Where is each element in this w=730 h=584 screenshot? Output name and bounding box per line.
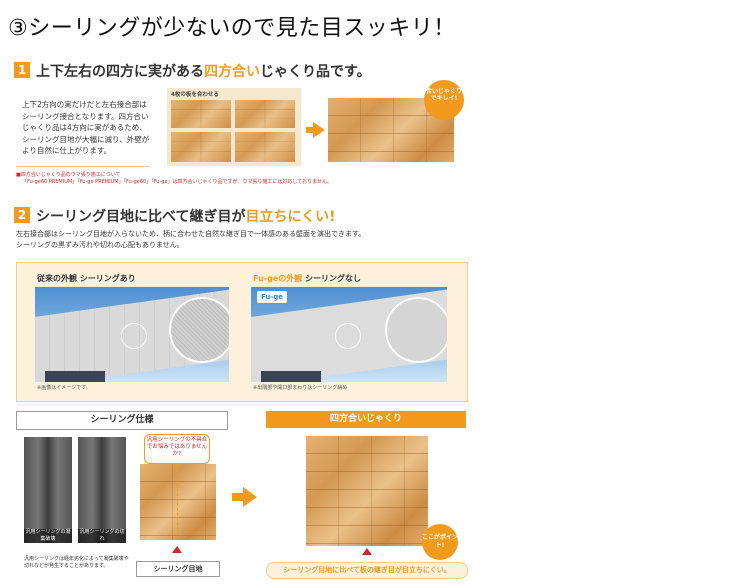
arrow-body-2: [232, 493, 244, 501]
section2-number: 2: [14, 207, 30, 223]
section1-divider: [16, 166, 150, 167]
sealing-photo-cohesive-failure: 汎用シーリングの凝集破壊: [24, 437, 72, 543]
shiho-stone-image: [306, 436, 428, 546]
stone-panel-2: [235, 100, 295, 128]
section2-title-pre: シーリング目地に比べて継ぎ目が: [36, 209, 246, 225]
arrow-body-1: [306, 127, 314, 133]
photo-right-title-post: シーリングなし: [302, 274, 362, 283]
section1-title: 上下左右の四方に実がある四方合いじゃくり品です。: [36, 61, 371, 81]
section1-title-pre: 上下左右の四方に実がある: [36, 64, 204, 80]
sealing-note: 汎用シーリングは経年劣化によって凝集破壊や切れなどが発生することがあります。: [24, 556, 129, 569]
joint-pointer-icon: [172, 546, 182, 553]
comparison-panel: 従来の外観 シーリングあり ※画像はイメージです。 Fu-geの外観 シーリング…: [16, 262, 468, 402]
section2-title: シーリング目地に比べて継ぎ目が目立ちにくい!: [36, 206, 336, 226]
sealing-joint-label: シーリング目地: [136, 561, 220, 577]
photo-left-title: 従来の外観 シーリングあり: [37, 274, 136, 283]
problem-bubble: 汎用シーリングの不具合でお悩みではありませんか?: [144, 434, 210, 464]
window-right: [261, 371, 321, 382]
zoom-circle-right: [385, 297, 447, 363]
page-title: ③シーリングが少ないので見た目スッキリ！: [8, 16, 456, 41]
zoom-marker-right: [335, 323, 361, 349]
zoom-circle-left: [169, 297, 229, 363]
arrow-right-icon-2: [243, 487, 257, 507]
section1-title-hl: 四方合い: [204, 64, 260, 80]
stone-panel-4: [235, 132, 295, 162]
sealing-photo1-label: 汎用シーリングの凝集破壊: [24, 529, 72, 543]
section2-body: 左右接合部はシーリング目地が入らないため、柄に合わせた自然な継ぎ目で一体感のある…: [16, 229, 476, 251]
zoom-marker-left: [121, 323, 147, 349]
section1-note-line2: 「Fu-ge60 PREMIUM」「Fu-ge PREMIUM」「Fu-ge60…: [22, 179, 332, 185]
section1-title-post: じゃくり品です。: [260, 64, 371, 80]
section2-body-line1: 左右接合部はシーリング目地が入らないため、柄に合わせた自然な継ぎ目で一体感のある…: [16, 230, 366, 238]
sealed-stone-image: [140, 464, 216, 540]
four-panel-image: 4枚の板を合わせる: [167, 88, 301, 166]
four-panel-label: 4枚の板を合わせる: [171, 92, 219, 98]
photo-right-title: Fu-geの外観 シーリングなし: [253, 273, 361, 284]
stone-panel-3: [171, 132, 231, 162]
photo-right-title-hl: Fu-geの外観: [253, 274, 303, 283]
sealing-joint-line: [177, 464, 178, 540]
section2-title-hl: 目立ちにくい!: [245, 209, 336, 225]
sealing-spec-header: シーリング仕様: [16, 411, 228, 430]
section1-note: ■四方合いじゃくり品のウマ張り施工について 「Fu-ge60 PREMIUM」「…: [16, 172, 466, 186]
shiho-aijakuri-header: 四方合いじゃくり: [266, 411, 466, 428]
section1-note-line1: ■四方合いじゃくり品のウマ張り施工について: [16, 172, 121, 178]
photo-left-note: ※画像はイメージです。: [37, 385, 91, 391]
fuge-logo: Fu-ge: [257, 291, 287, 303]
section1-number: 1: [14, 62, 30, 78]
photo-right-note: ※出隅部や開口部まわりはシーリング納め: [253, 385, 348, 391]
sealing-photo2-label: 汎用シーリングの切れ: [78, 529, 126, 543]
point-badge: ここがポイント!: [422, 524, 458, 560]
point-pointer-icon: [362, 548, 372, 555]
arrow-right-icon: [313, 122, 325, 138]
section2-body-line2: シーリングの黒ずみ汚れや切れの心配もありません。: [16, 241, 184, 249]
section1-body: 上下2方向の実だけだと左右接合部はシーリング接合となります。四方合いじゃくり品は…: [22, 100, 150, 155]
bottom-banner: シーリング目地に比べて板の継ぎ目が目立ちにくい。: [266, 562, 468, 579]
stone-panel-1: [171, 100, 231, 128]
photo-left-conventional: [35, 287, 229, 382]
sealing-photo-cut: 汎用シーリングの切れ: [78, 437, 126, 543]
kirei-badge: 合いじゃくりでキレイ!: [424, 80, 464, 120]
window-left: [45, 371, 105, 382]
photo-right-fuge: Fu-ge: [251, 287, 447, 382]
